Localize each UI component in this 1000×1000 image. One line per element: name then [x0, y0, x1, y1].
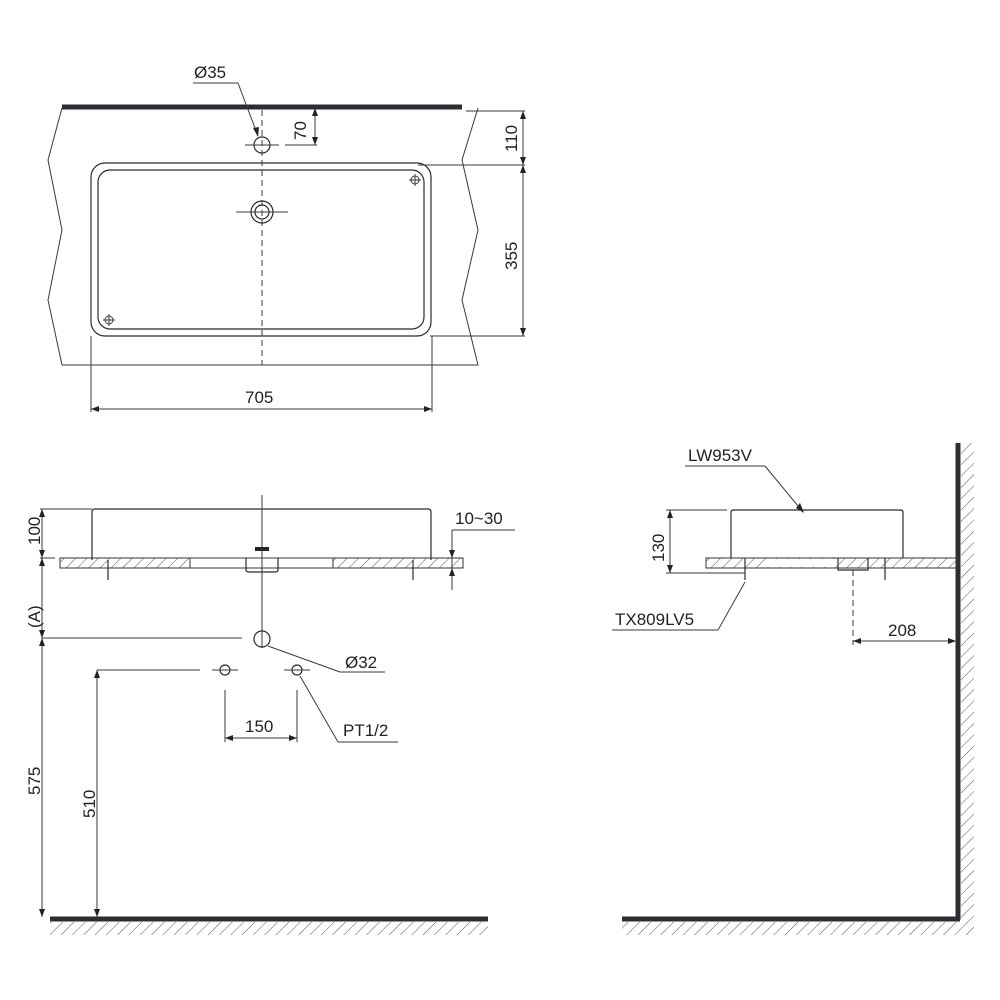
supply-spacing-label: 150 — [245, 717, 273, 736]
basin-depth-label: 355 — [502, 242, 521, 270]
countertop-outline — [47, 107, 479, 366]
supply-thread-label: PT1/2 — [343, 721, 388, 740]
fitting-model-label: TX809LV5 — [615, 610, 694, 629]
counter-slab-left — [59, 557, 191, 569]
basin-inner-outline — [97, 169, 425, 330]
basin-side-outline — [730, 509, 904, 558]
front-view: 100 (A) 575 10~30 Ø32 150 PT1/2 510 — [25, 495, 515, 935]
drain-to-wall-label: 208 — [888, 621, 916, 640]
basin-width-label: 705 — [245, 388, 273, 407]
top-view: Ø35 70 110 355 705 — [47, 63, 526, 412]
tap-hole-offset-label: 70 — [291, 121, 310, 140]
counter-slab-right — [332, 557, 464, 569]
fixing-point-icon — [103, 314, 115, 326]
supply-to-floor-label: 510 — [80, 790, 99, 818]
basin-outer-outline — [90, 162, 432, 337]
side-basin-height-label: 130 — [649, 534, 668, 562]
fixing-point-icon — [409, 174, 421, 186]
rim-offset-label: 110 — [502, 125, 521, 152]
floor-hatch — [622, 922, 974, 935]
tap-hole-diameter-label: Ø35 — [194, 63, 226, 82]
drain-to-floor-label: 575 — [25, 767, 44, 795]
product-model-label: LW953V — [688, 446, 753, 465]
drain-outlet-icon — [253, 630, 271, 648]
basin-height-label: 100 — [25, 517, 44, 545]
side-view: LW953V 130 TX809LV5 208 — [612, 443, 974, 935]
floor-hatch — [50, 922, 488, 935]
drain-diameter-label: Ø32 — [345, 653, 377, 672]
counter-thickness-label: 10~30 — [455, 509, 503, 528]
drain-height-label: (A) — [25, 605, 44, 628]
wall-hatch — [961, 443, 974, 923]
